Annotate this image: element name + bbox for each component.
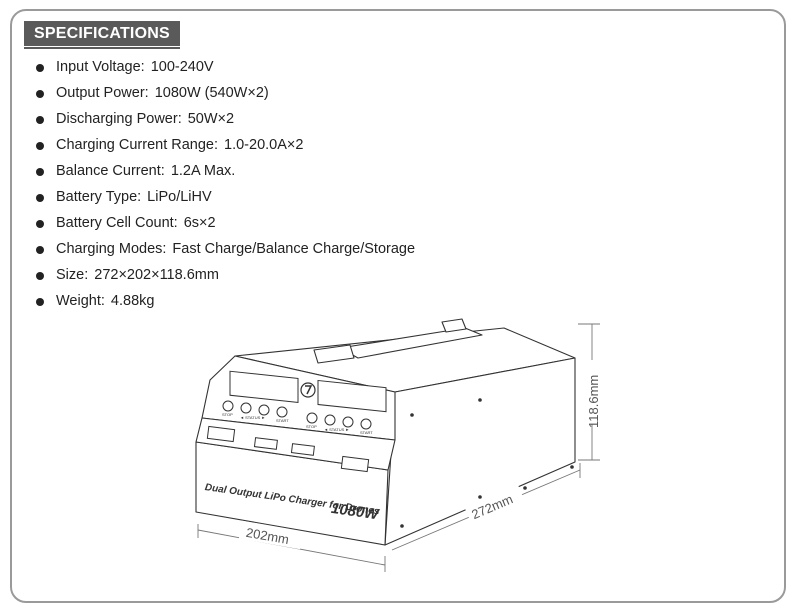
spec-item-output-power: Output Power: 1080W (540W×2): [36, 83, 415, 109]
handle-buckle: [441, 318, 467, 333]
spec-label: Balance Current:: [56, 163, 165, 179]
spec-value: 1080W (540W×2): [154, 85, 269, 101]
height-dimension-text: 118.6mm: [586, 375, 601, 428]
spec-value: 272×202×118.6mm: [94, 267, 219, 283]
right-start-label: START: [360, 430, 373, 435]
spec-frame: [10, 9, 786, 603]
panel-model-text: 1080W: [330, 500, 381, 524]
spec-item-charging-current: Charging Current Range: 1.0-20.0A×2: [36, 135, 415, 161]
spec-value: 50W×2: [187, 111, 235, 127]
side-screw: [410, 413, 414, 417]
left-status-label: ◄ STATUS ►: [240, 415, 265, 420]
right-status-label: ◄ STATUS ►: [324, 427, 349, 432]
spec-label: Charging Modes:: [56, 241, 167, 257]
left-balance-port[interactable]: [253, 437, 278, 450]
width-dimension-text: 202mm: [245, 525, 290, 547]
spec-label: Weight:: [56, 293, 105, 309]
right-status-up-button[interactable]: [342, 416, 354, 428]
spec-item-weight: Weight: 4.88kg: [36, 291, 415, 317]
left-status-down-button[interactable]: [240, 402, 252, 414]
side-screw: [570, 465, 574, 469]
spec-value: 6s×2: [183, 215, 216, 231]
spec-label: Input Voltage:: [56, 59, 145, 75]
spec-item-input-voltage: Input Voltage: 100-240V: [36, 57, 415, 83]
left-status-up-button[interactable]: [258, 404, 270, 416]
charger-drawing: STOP ◄ STATUS ► START STOP ◄ STATUS ► ST…: [195, 318, 602, 572]
spec-label: Battery Type:: [56, 189, 142, 205]
left-xt-port[interactable]: [206, 425, 236, 443]
spec-value: 1.0-20.0A×2: [224, 137, 304, 153]
charger-side-face: [384, 357, 576, 546]
side-screw: [478, 495, 482, 499]
left-start-label: START: [276, 418, 289, 423]
left-stop-button[interactable]: [222, 400, 234, 412]
spec-item-discharging-power: Discharging Power: 50W×2: [36, 109, 415, 135]
right-status-down-button[interactable]: [324, 414, 336, 426]
side-screw: [523, 486, 527, 490]
side-screw: [400, 524, 404, 528]
spec-item-battery-type: Battery Type: LiPo/LiHV: [36, 187, 415, 213]
right-stop-label: STOP: [306, 424, 317, 429]
section-header: SPECIFICATIONS: [24, 21, 180, 49]
spec-label: Output Power:: [56, 85, 149, 101]
right-display: [317, 379, 387, 413]
spec-value: 4.88kg: [110, 293, 155, 309]
side-screw: [478, 398, 482, 402]
left-stop-label: STOP: [222, 412, 233, 417]
spec-item-charging-modes: Charging Modes: Fast Charge/Balance Charg…: [36, 239, 415, 265]
right-xt-port[interactable]: [340, 455, 370, 473]
spec-item-balance-current: Balance Current: 1.2A Max.: [36, 161, 415, 187]
spec-label: Discharging Power:: [56, 111, 182, 127]
right-stop-button[interactable]: [306, 412, 318, 424]
spec-item-size: Size: 272×202×118.6mm: [36, 265, 415, 291]
spec-label: Charging Current Range:: [56, 137, 219, 153]
spec-label: Size:: [56, 267, 89, 283]
right-start-button[interactable]: [360, 418, 372, 430]
right-balance-port[interactable]: [290, 443, 315, 456]
left-start-button[interactable]: [276, 406, 288, 418]
spec-item-cell-count: Battery Cell Count: 6s×2: [36, 213, 415, 239]
spec-value: 100-240V: [150, 59, 214, 75]
spec-list: Input Voltage: 100-240V Output Power: 1080…: [36, 57, 415, 317]
spec-label: Battery Cell Count:: [56, 215, 178, 231]
spec-value: LiPo/LiHV: [147, 189, 212, 205]
left-display: [229, 370, 299, 403]
spec-value: 1.2A Max.: [170, 163, 236, 179]
spec-value: Fast Charge/Balance Charge/Storage: [172, 241, 416, 257]
handle-clip: [313, 344, 355, 364]
brand-logo-icon: [300, 382, 316, 398]
